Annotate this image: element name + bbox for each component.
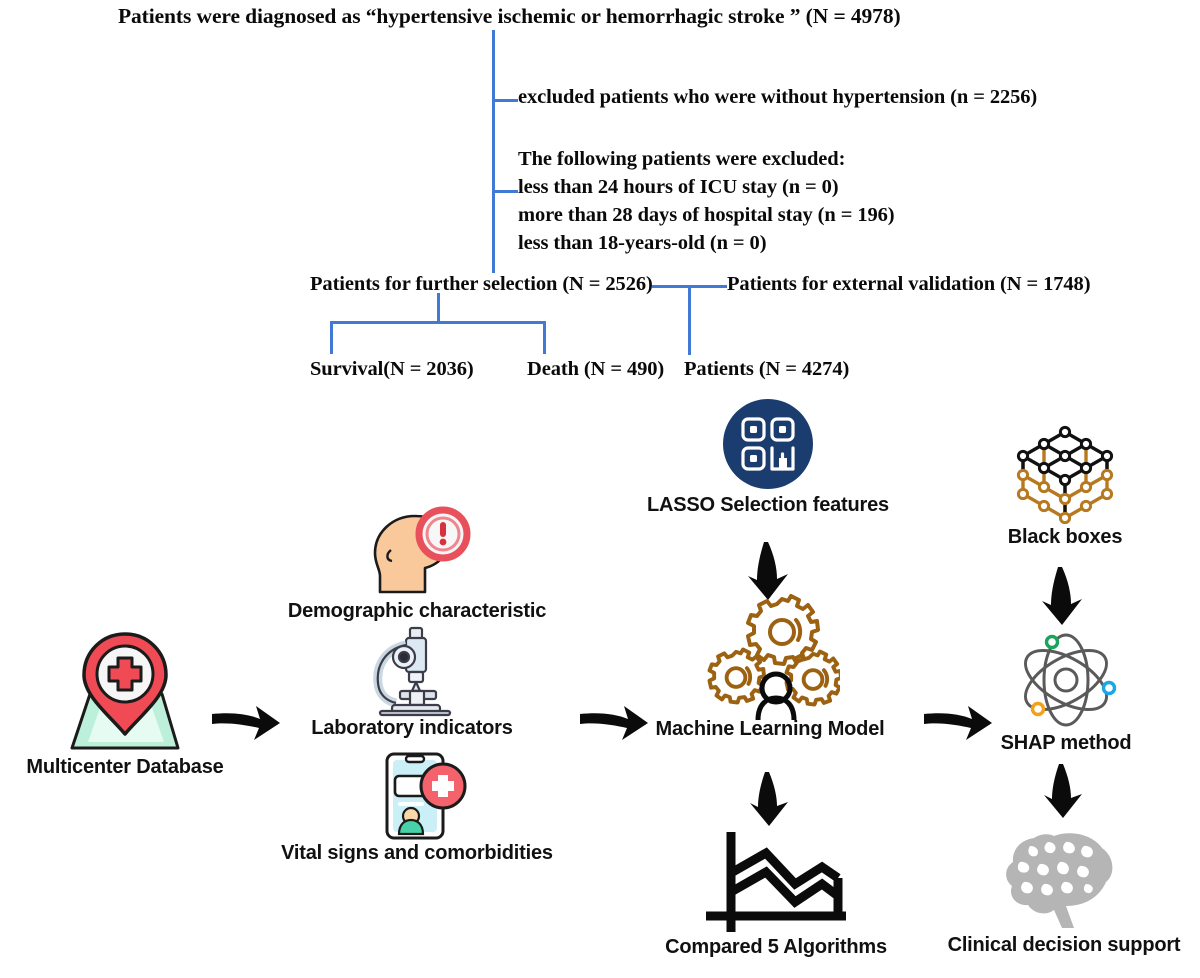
arrow-ml-to-algorithms (750, 772, 788, 826)
exclusion-block-line-1: less than 24 hours of ICU stay (n = 0) (518, 176, 839, 198)
consort-drop-external (688, 285, 691, 355)
cube-lattice-icon (1016, 425, 1114, 525)
consort-split-left (330, 321, 333, 354)
consort-spine-1 (492, 30, 495, 102)
consort-spine-3 (492, 190, 495, 273)
consort-branch-2 (492, 190, 518, 193)
node-vital-signs-label: Vital signs and comorbidities (281, 842, 553, 864)
arrow-lasso-to-ml (748, 542, 788, 600)
node-shap: SHAP method (980, 626, 1152, 755)
consort-exclusion-block: The following patients were excluded: le… (518, 145, 988, 257)
consort-split-stem (437, 293, 440, 323)
consort-branch-1 (492, 99, 518, 102)
head-profile-alert-icon-wrap (272, 506, 562, 598)
node-lasso-label: LASSO Selection features (647, 494, 889, 516)
node-demographic: Demographic characteristic (272, 506, 562, 623)
node-black-boxes-label: Black boxes (1007, 526, 1123, 548)
node-laboratory-label: Laboratory indicators (311, 717, 513, 739)
consort-death: Death (N = 490) (527, 358, 665, 380)
arrow-ml-to-shap (924, 706, 992, 740)
consort-further-selection: Patients for further selection (N = 2526… (310, 273, 653, 295)
consort-title: Patients were diagnosed as “hypertensive… (118, 4, 901, 28)
atom-icon (1024, 633, 1117, 727)
qr-code-circle-icon (723, 399, 813, 489)
map-pin-medical-cross-icon-wrap (0, 620, 250, 760)
exclusion-block-line-3: less than 18-years-old (n = 0) (518, 232, 767, 254)
exclusion-block-header: The following patients were excluded: (518, 148, 846, 170)
node-multicenter-database: Multicenter Database (0, 620, 250, 779)
node-black-boxes: Black boxes (975, 425, 1155, 549)
node-vital-signs: Vital signs and comorbidities (262, 750, 572, 865)
consort-exclusion-1: excluded patients who were without hyper… (518, 86, 1038, 108)
node-ml-model: Machine Learning Model (620, 592, 920, 741)
arrow-database-to-features (212, 706, 280, 740)
exclusion-block-line-2: more than 28 days of hospital stay (n = … (518, 204, 895, 226)
node-demographic-label: Demographic characteristic (287, 600, 547, 622)
mobile-health-record-icon (385, 752, 467, 840)
line-chart-icon (706, 832, 846, 932)
arrow-features-to-ml (580, 706, 648, 740)
microscope-icon-wrap (292, 625, 532, 717)
arrow-shap-to-clinical (1044, 764, 1082, 818)
brain-icon-wrap (930, 820, 1198, 938)
consort-patients-total: Patients (N = 4274) (684, 358, 850, 380)
brain-icon (1006, 833, 1113, 928)
node-shap-label: SHAP method (1000, 732, 1132, 754)
line-chart-icon-wrap (636, 826, 916, 938)
arrow-blackboxes-to-shap (1042, 567, 1082, 625)
node-lasso: LASSO Selection features (618, 398, 918, 517)
microscope-icon (373, 626, 452, 717)
node-algorithms-label: Compared 5 Algorithms (665, 936, 887, 958)
mobile-health-record-icon-wrap (262, 750, 572, 842)
gears-person-icon-wrap (620, 592, 920, 720)
node-algorithms: Compared 5 Algorithms (636, 826, 916, 959)
gears-person-icon (707, 594, 840, 720)
node-multicenter-database-label: Multicenter Database (26, 756, 224, 778)
node-laboratory: Laboratory indicators (292, 625, 532, 740)
head-profile-alert-icon (373, 506, 471, 594)
node-clinical-support-label: Clinical decision support (947, 934, 1181, 956)
consort-external-validation: Patients for external validation (N = 17… (727, 273, 1091, 295)
map-pin-medical-cross-icon (70, 632, 180, 750)
atom-icon-wrap (980, 626, 1152, 734)
consort-spine-2 (492, 99, 495, 191)
cube-lattice-icon-wrap (975, 425, 1155, 525)
consort-split-bar (330, 321, 546, 324)
consort-survival: Survival(N = 2036) (310, 358, 474, 380)
node-clinical-support: Clinical decision support (930, 820, 1198, 957)
qr-code-circle-icon-wrap (618, 398, 918, 490)
node-ml-model-label: Machine Learning Model (655, 718, 885, 740)
consort-split-right (543, 321, 546, 354)
